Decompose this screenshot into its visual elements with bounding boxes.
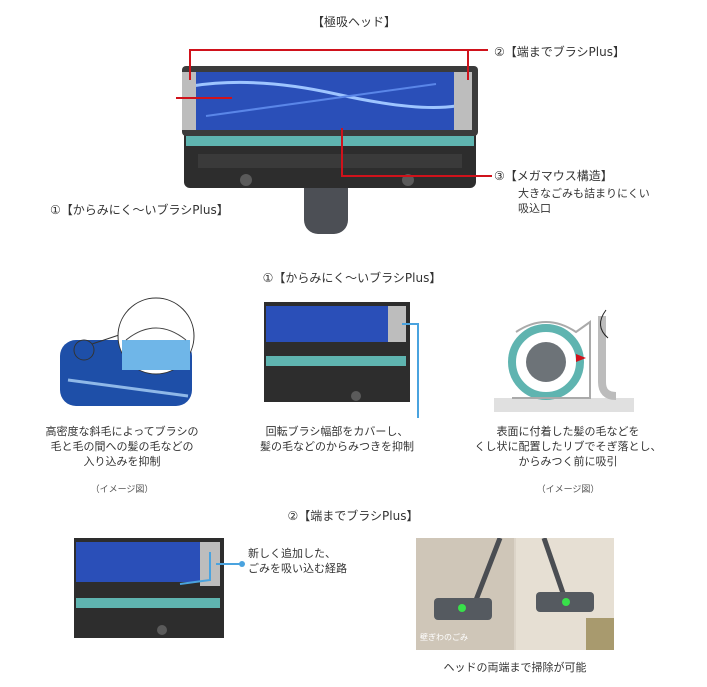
section2-title: ②【端までブラシPlus】: [287, 509, 419, 523]
callout-tangle-free: ①【からみにく〜いブラシPlus】: [50, 203, 229, 217]
brush-cover-illustration: [264, 302, 419, 418]
photo-label: 壁ぎわのごみ: [420, 633, 468, 642]
head-illustration: [176, 49, 492, 234]
col2-text: 回転ブラシ幅部をカバーし、 髪の毛などのからみつきを抑制: [260, 425, 414, 453]
col1-text: 高密度な斜毛によってブラシの 毛と毛の間への髪の毛などの 入り込みを抑制: [45, 425, 199, 468]
new-path-callout: 新しく追加した、 ごみを吸い込む経路: [248, 547, 347, 575]
callout-brush-plus: ②【端までブラシPlus】: [494, 45, 625, 59]
bristle-density-illustration: [60, 297, 195, 406]
section1-title: ①【からみにく〜いブラシPlus】: [262, 271, 442, 285]
callout-line-3: [341, 128, 492, 177]
col1-note: （イメージ図）: [90, 485, 154, 495]
section2-caption: ヘッドの両端まで掃除が可能: [443, 661, 587, 674]
edge-cleaning-photo: 壁ぎわのごみ: [416, 538, 614, 650]
rib-comb-illustration: [494, 309, 634, 412]
col3-text: 表面に付着した髪の毛などを くし状に配置したリブでそぎ落とし、 からみつく前に吸…: [474, 425, 662, 468]
edge-path-illustration: [74, 538, 245, 638]
page-title: 【極吸ヘッド】: [311, 15, 396, 29]
callout-line-1: [176, 97, 232, 99]
callout-mega-mouth: ③【メガマウス構造】: [494, 169, 613, 183]
col3-note: （イメージ図）: [536, 485, 600, 495]
mega-mouth-desc: 大きなごみも詰まりにくい 吸込口: [518, 187, 650, 215]
callout-line-2: [189, 49, 469, 80]
